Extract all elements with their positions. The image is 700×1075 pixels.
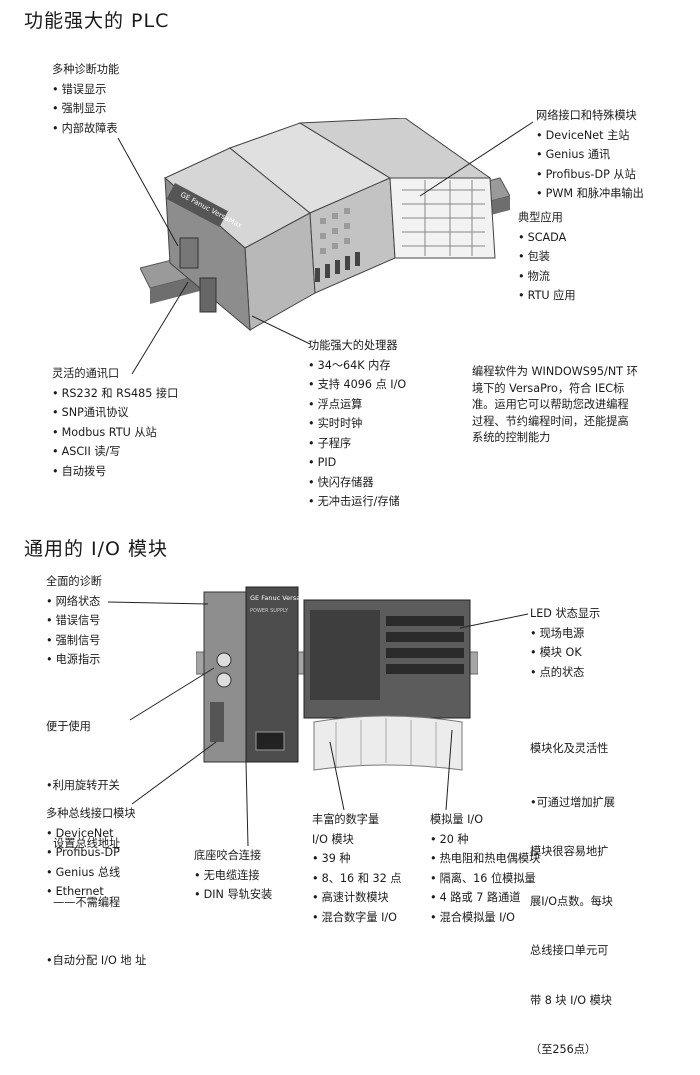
list-item: 电源指示	[46, 650, 102, 670]
list-item: SNP通讯协议	[52, 403, 178, 423]
list-item: 8、16 和 32 点	[312, 869, 402, 889]
list-item: 内部故障表	[52, 119, 119, 139]
list-item: 无电缆连接	[194, 866, 272, 886]
list-item: 错误显示	[52, 80, 119, 100]
modular-line: 总线接口单元可	[530, 944, 609, 957]
list-item: 支持 4096 点 I/O	[308, 375, 407, 395]
software-note: 编程软件为 WINDOWS95/NT 环 境下的 VersaPro，符合 IEC…	[472, 364, 638, 447]
io-modular-title: 模块化及灵活性	[530, 742, 609, 755]
io-analog: 模拟量 I/O 20 种 热电阻和热电偶模块 隔离、16 位模拟量 4 路或 7…	[430, 810, 540, 927]
ease-line: •自动分配 I/O 地 址	[46, 954, 147, 967]
io-led-title: LED 状态显示	[530, 607, 601, 620]
list-item: Genius 总线	[46, 863, 136, 883]
io-section-title: 通用的 I/O 模块	[24, 538, 169, 560]
plc-applications-title: 典型应用	[518, 211, 563, 224]
list-item: 实时时钟	[308, 414, 406, 434]
io-ease-title: 便于使用	[46, 720, 91, 733]
list-item: 快闪存储器	[308, 473, 406, 493]
list-item: 无冲击运行/存储	[308, 492, 406, 512]
list-item: 点的状态	[530, 663, 600, 683]
io-base-title: 底座咬合连接	[194, 849, 262, 862]
list-item: 4 路或 7 路通道	[430, 888, 540, 908]
io-led: LED 状态显示 现场电源 模块 OK 点的状态	[530, 604, 600, 682]
plc-diagnostics: 多种诊断功能 错误显示 强制显示 内部故障表	[52, 60, 119, 138]
list-item: 子程序	[308, 434, 406, 454]
list-item: 热电阻和热电偶模块	[430, 849, 541, 869]
io-diagnostics: 全面的诊断 网络状态 错误信号 强制信号 电源指示	[46, 572, 102, 670]
modular-line: •可通过增加扩展	[530, 795, 615, 809]
plc-processor: 功能强大的处理器 34～64K 内存 支持 4096 点 I/O 浮点运算 实时…	[308, 336, 406, 512]
list-item: 物流	[518, 267, 576, 287]
io-diagnostics-title: 全面的诊断	[46, 575, 102, 588]
plc-applications: 典型应用 SCADA 包装 物流 RTU 应用	[518, 208, 576, 306]
list-item: PWM 和脉冲串输出	[536, 184, 644, 204]
list-item: 包装	[518, 247, 576, 267]
list-item: 网络状态	[46, 592, 102, 612]
list-item: 错误信号	[46, 611, 102, 631]
plc-processor-title: 功能强大的处理器	[308, 339, 398, 352]
list-item: 现场电源	[530, 624, 600, 644]
io-base: 底座咬合连接 无电缆连接 DIN 导轨安装	[194, 846, 272, 905]
note-line: 准。运用它可以帮助您改进编程	[472, 398, 629, 411]
list-item: 强制信号	[46, 631, 102, 651]
list-item: DeviceNet 主站	[536, 126, 644, 146]
list-item: SCADA	[518, 228, 576, 248]
list-item: 模块 OK	[530, 643, 600, 663]
list-item: Profibus-DP	[46, 843, 136, 863]
io-digital-title: 丰富的数字量	[312, 813, 380, 826]
list-item: PID	[308, 453, 406, 473]
io-bus-title: 多种总线接口模块	[46, 807, 136, 820]
io-photo-logo: GE Fanuc VersaMax	[250, 594, 314, 602]
list-item: 20 种	[430, 830, 540, 850]
list-item: RS232 和 RS485 接口	[52, 384, 179, 404]
list-item: DeviceNet	[46, 824, 136, 844]
io-digital: 丰富的数字量 I/O 模块 39 种 8、16 和 32 点 高速计数模块 混合…	[312, 810, 401, 927]
note-line: 过程、节约编程时间，还能提高	[472, 414, 629, 428]
note-line: 境下的 VersaPro，符合 IEC标	[472, 381, 625, 395]
note-line: 编程软件为 WINDOWS95/NT 环	[472, 365, 638, 378]
list-item: Profibus-DP 从站	[536, 165, 644, 185]
modular-line: 展I/O点数。每块	[530, 894, 613, 908]
modular-line: 带 8 块 I/O 模块	[530, 993, 612, 1007]
list-item: Modbus RTU 从站	[52, 423, 178, 443]
list-item: Ethernet	[46, 882, 136, 902]
modular-line: 模块很容易地扩	[530, 845, 609, 858]
list-item: 混合数字量 I/O	[312, 908, 401, 928]
list-item: 高速计数模块	[312, 888, 401, 908]
plc-module-photo: GE Fanuc VersaMax	[140, 118, 510, 332]
list-item: 34～64K 内存	[308, 356, 406, 376]
list-item: 浮点运算	[308, 395, 406, 415]
plc-diagnostics-title: 多种诊断功能	[52, 63, 120, 76]
note-line: 系统的控制能力	[472, 431, 551, 444]
list-item: 强制显示	[52, 99, 119, 119]
list-item: 隔离、16 位模拟量	[430, 869, 540, 889]
io-digital-title-2: I/O 模块	[312, 832, 354, 846]
plc-comm-title: 灵活的通讯口	[52, 367, 120, 380]
plc-section-title: 功能强大的 PLC	[24, 10, 170, 32]
power-supply-label: POWER SUPPLY	[250, 608, 289, 614]
list-item: Genius 通讯	[536, 145, 644, 165]
list-item: DIN 导轨安装	[194, 885, 273, 905]
io-bus-modules: 多种总线接口模块 DeviceNet Profibus-DP Genius 总线…	[46, 804, 136, 902]
plc-comm-ports: 灵活的通讯口 RS232 和 RS485 接口 SNP通讯协议 Modbus R…	[52, 364, 178, 481]
list-item: 自动拨号	[52, 462, 178, 482]
io-modular: 模块化及灵活性 •可通过增加扩展 模块很容易地扩 展I/O点数。每块 总线接口单…	[530, 708, 615, 1075]
io-module-photo: GE Fanuc VersaMax POWER SUPPLY	[196, 586, 478, 771]
list-item: ASCII 读/写	[52, 442, 178, 462]
plc-network-title: 网络接口和特殊模块	[536, 109, 637, 122]
ease-line: •利用旋转开关	[46, 778, 120, 792]
list-item: RTU 应用	[518, 286, 576, 306]
leader-line	[107, 601, 209, 605]
io-analog-title: 模拟量 I/O	[430, 813, 483, 826]
list-item: 混合模拟量 I/O	[430, 908, 540, 928]
plc-network-modules: 网络接口和特殊模块 DeviceNet 主站 Genius 通讯 Profibu…	[536, 106, 644, 204]
modular-line: （至256点）	[530, 1043, 597, 1056]
list-item: 39 种	[312, 849, 401, 869]
